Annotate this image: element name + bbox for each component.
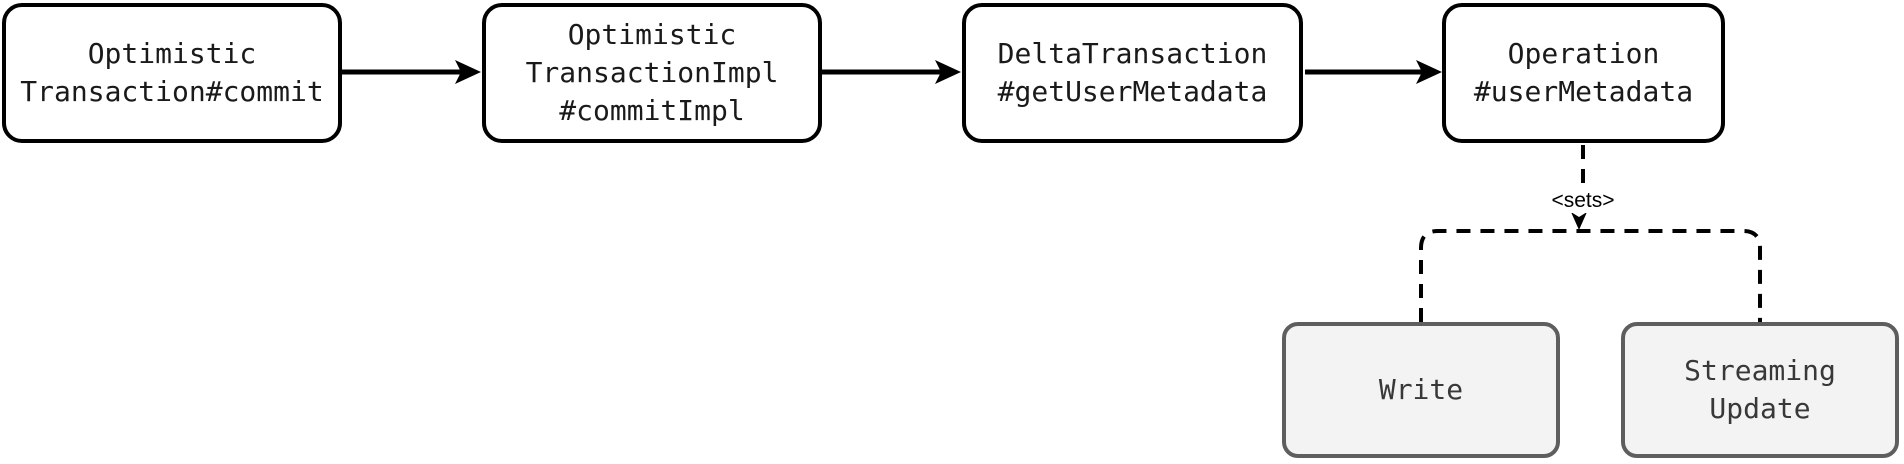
edge-label-sets: <sets>	[1548, 189, 1618, 213]
arrowhead-right-icon	[455, 60, 481, 84]
arrowhead-right-icon	[935, 60, 961, 84]
edge-commit-to-commitimpl	[342, 60, 481, 84]
node-write: Write	[1282, 322, 1560, 458]
node-streaming-update: Streaming Update	[1621, 322, 1899, 458]
node-delta-transaction-get-user-metadata: DeltaTransaction #getUserMetadata	[962, 3, 1303, 143]
node-label: Operation #userMetadata	[1473, 37, 1694, 108]
node-label: DeltaTransaction #getUserMetadata	[997, 37, 1268, 108]
node-label: Streaming Update	[1684, 354, 1836, 425]
edge-commitimpl-to-getusermetadata	[822, 60, 961, 84]
node-operation-user-metadata: Operation #userMetadata	[1442, 3, 1725, 143]
node-label: Optimistic TransactionImpl #commitImpl	[525, 18, 779, 127]
edge-dashed-branch	[1419, 229, 1762, 322]
junction-arrowhead-down-icon	[1571, 212, 1587, 230]
arrowhead-right-icon	[1416, 60, 1442, 84]
node-label: Optimistic Transaction#commit	[20, 37, 324, 108]
edge-getusermetadata-to-usermetadata	[1305, 60, 1442, 84]
node-optimistic-transaction-impl-commit-impl: Optimistic TransactionImpl #commitImpl	[482, 3, 822, 143]
node-label: Write	[1378, 373, 1464, 406]
node-optimistic-transaction-commit: Optimistic Transaction#commit	[2, 3, 342, 143]
